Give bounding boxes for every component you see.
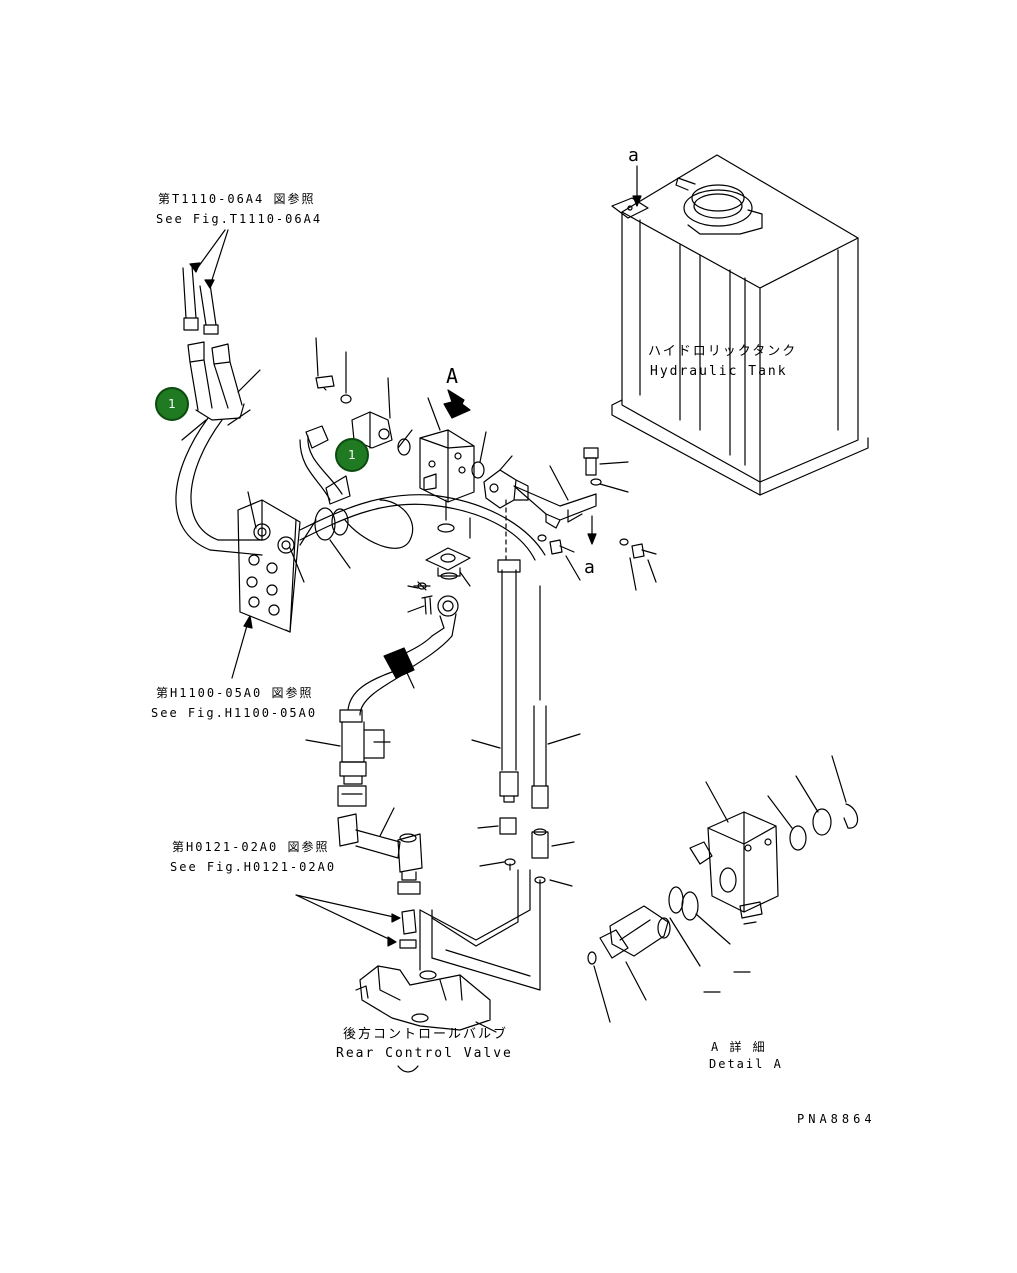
ref-h0121-jp: 第H0121-02A0 図参照 bbox=[172, 840, 330, 854]
hydraulic-tank bbox=[611, 154, 869, 496]
pipe-network bbox=[419, 858, 546, 991]
ref-t1110-jp: 第T1110-06A4 図参照 bbox=[158, 192, 316, 206]
ref-h0121-en: See Fig.H0121-02A0 bbox=[170, 860, 337, 874]
leader-t1110-a bbox=[195, 229, 226, 271]
tank-label-en: Hydraulic Tank bbox=[650, 364, 788, 379]
drawing-number: PNA8864 bbox=[797, 1112, 876, 1126]
marker-letter-a-mid: a bbox=[584, 557, 595, 578]
hose-upper-middle bbox=[299, 494, 546, 561]
long-hoses bbox=[497, 559, 549, 809]
filter-canister bbox=[337, 709, 385, 807]
valve-block-left bbox=[237, 499, 301, 633]
leader-h1100 bbox=[231, 621, 249, 679]
rear-control-valve bbox=[355, 965, 491, 1031]
detail-label-jp: A 詳 細 bbox=[711, 1040, 767, 1054]
bracket-assembly bbox=[483, 455, 602, 529]
relief-valve-block bbox=[419, 429, 485, 503]
ref-t1110-en: See Fig.T1110-06A4 bbox=[156, 212, 323, 226]
flange-plate bbox=[425, 547, 471, 580]
valve-label-en: Rear Control Valve bbox=[336, 1046, 513, 1061]
callout-1-left[interactable]: 1 bbox=[155, 387, 189, 421]
ref-h1100-jp: 第H1100-05A0 図参照 bbox=[156, 686, 314, 700]
valve-label-jp: 後方コントロールバルブ bbox=[343, 1027, 509, 1042]
hose-to-filter bbox=[347, 595, 459, 716]
detail-a-block bbox=[689, 811, 779, 913]
hose-assembly-left bbox=[175, 265, 263, 556]
o-ring-2 bbox=[812, 808, 832, 836]
snap-ring bbox=[843, 803, 859, 829]
ref-h1100-en: See Fig.H1100-05A0 bbox=[151, 706, 318, 720]
detail-label-en: Detail A bbox=[709, 1057, 783, 1071]
view-arrow-a bbox=[443, 389, 471, 419]
view-letter-a: A bbox=[446, 364, 459, 388]
o-ring-1 bbox=[789, 825, 807, 851]
tee-fitting bbox=[337, 813, 423, 895]
callout-1-middle[interactable]: 1 bbox=[335, 438, 369, 472]
leader-h0121 bbox=[295, 894, 399, 942]
valve-cartridge bbox=[587, 905, 671, 965]
leader-t1110-b bbox=[209, 229, 229, 287]
marker-letter-a-top: a bbox=[628, 145, 639, 166]
tank-label-jp: ハイドロリックタンク bbox=[648, 344, 798, 359]
